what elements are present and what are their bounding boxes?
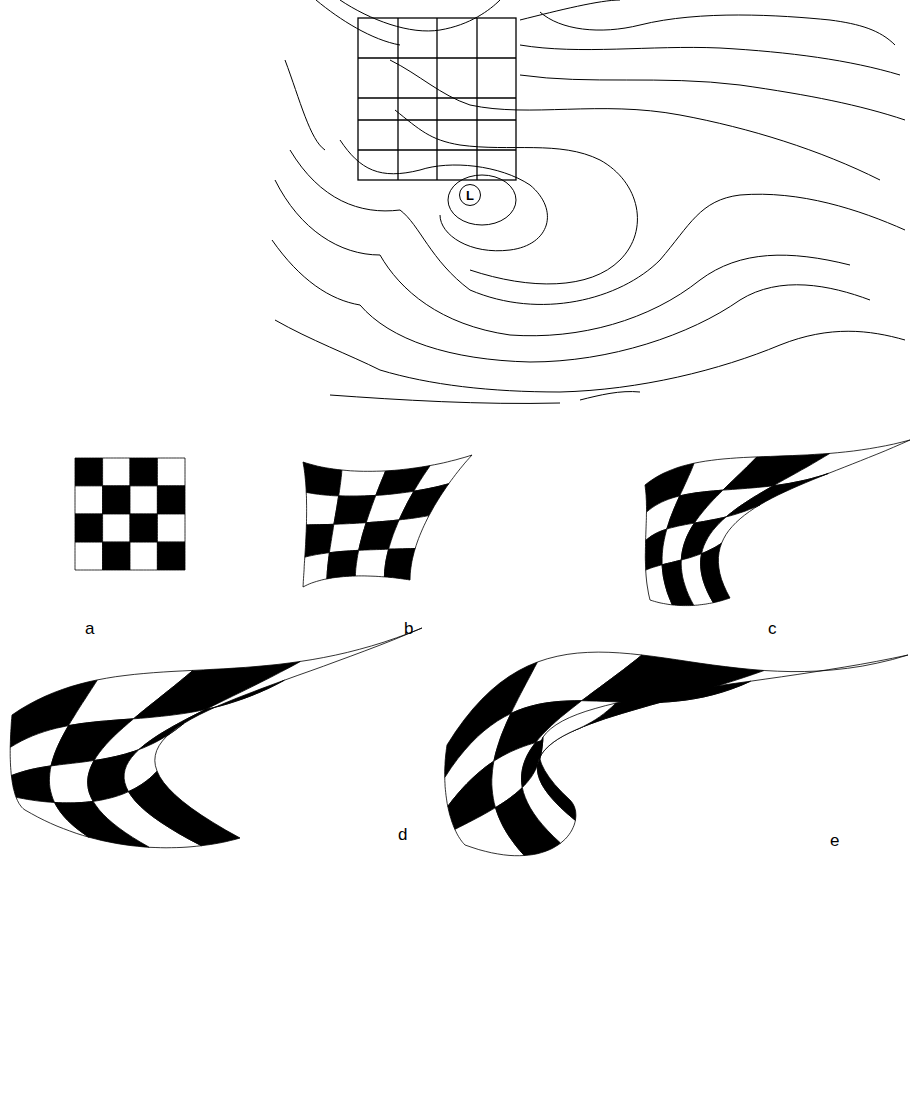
panel-letter: b [404, 620, 413, 637]
checker-cell [399, 484, 449, 520]
low-label: L [466, 189, 474, 202]
checker-cell [11, 766, 54, 803]
checker-cell [389, 516, 429, 550]
checker-cell [575, 681, 750, 730]
panel-letter: d [398, 826, 407, 843]
checker-cell [75, 486, 103, 514]
checker-cell [157, 486, 185, 514]
checker-cell [702, 505, 760, 554]
low-center-circle: L [459, 184, 481, 206]
checker-cell [157, 458, 185, 486]
checker-cell [537, 737, 576, 820]
checker-cell [75, 542, 103, 570]
checker-cell [103, 486, 130, 514]
checker-cell [538, 703, 617, 765]
checker-cell [130, 542, 157, 570]
checker-cell [306, 492, 339, 525]
checker-cell [384, 549, 415, 581]
checker-cell [701, 543, 730, 603]
checker-cell [130, 458, 157, 486]
checker-cell [130, 514, 157, 542]
checker-cell [75, 514, 103, 542]
panel-letter: c [768, 620, 777, 637]
panel-letter: e [830, 832, 839, 849]
checker-cell [303, 462, 342, 496]
checkerboards [10, 440, 910, 856]
checker-cell [303, 553, 329, 587]
checker-cell [103, 542, 130, 570]
checker-cell [75, 458, 103, 486]
checker-cell [773, 440, 910, 486]
checker-cell [103, 514, 130, 542]
checker-cell [726, 473, 828, 517]
checker-cell [130, 486, 157, 514]
checker-cell [157, 542, 185, 570]
checker-cell [157, 514, 185, 542]
checker-cell [129, 771, 241, 846]
checker-cell [103, 458, 130, 486]
checker-cell [134, 661, 301, 718]
grid [358, 18, 516, 180]
streamlines [272, 0, 905, 403]
checker-cell [327, 550, 359, 579]
panel-letter: a [85, 620, 94, 637]
checker-cell [355, 549, 388, 577]
